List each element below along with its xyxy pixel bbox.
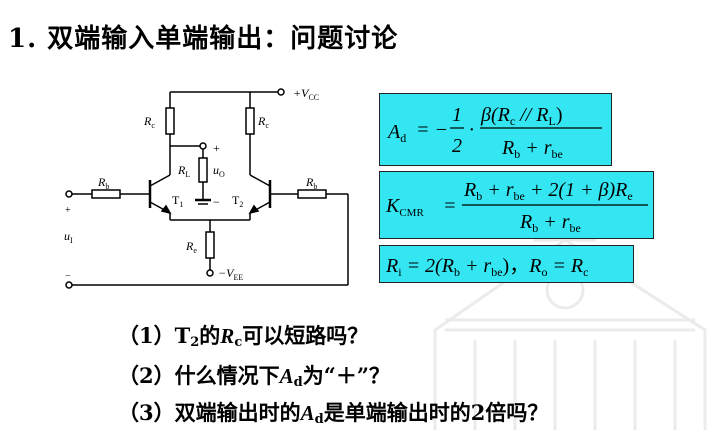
question-3: （3）双端输出时的Ad是单端输出时的2倍吗？ (118, 400, 549, 427)
uo-label: uO (213, 163, 225, 179)
half-denominator: 2 (452, 135, 462, 157)
ui-label: uI (64, 229, 73, 245)
input-plus-label: + (65, 205, 71, 216)
equals-minus: = − (416, 119, 448, 141)
cmrr-denominator: Rb + rbe (519, 211, 581, 235)
half-numerator: 1 (452, 104, 462, 126)
rl-label: RL (177, 163, 190, 179)
kcmr-symbol: KCMR (385, 195, 424, 219)
formula-differential-gain: Ad = − 1 2 · β(Rc // RL) Rb + rbe (379, 93, 612, 166)
cmrr-equals: = (443, 195, 457, 217)
formula-cmrr: KCMR = Rb + rbe + 2(1 + β)Re Rb + rbe (379, 171, 654, 239)
uo-minus-label: − (213, 195, 220, 209)
rc-left-label: Rc (143, 114, 155, 130)
input-minus-label: − (65, 271, 71, 282)
t2-label: T2 (232, 193, 243, 209)
uo-plus-label: + (213, 141, 220, 155)
formula-resistances: Ri = 2(Rb + rbe)，Ro = Rc (379, 245, 634, 283)
rc-right-label: Rc (257, 114, 269, 130)
cmrr-numerator: Rb + rbe + 2(1 + β)Re (463, 179, 633, 203)
question-1: （1）T2的Rc可以短路吗？ (118, 323, 369, 350)
slide-title: 1. 双端输入单端输出：问题讨论 (8, 24, 399, 54)
t1-label: T1 (172, 193, 183, 209)
question-2: （2）什么情况下Ad为“＋”？ (118, 363, 390, 390)
vcc-label: +VCC (293, 86, 319, 102)
multiply-dot: · (469, 119, 474, 141)
re-label: Re (185, 239, 197, 255)
vee-label: −VEE (218, 266, 243, 282)
ad-symbol: Ad (386, 121, 406, 145)
differential-amplifier-circuit: +VCC Rc Rc RL uO + − T1 T2 Rb Rb Re −VEE… (64, 86, 349, 289)
rb-left-label: Rb (97, 175, 109, 191)
ri-ro-formula: Ri = 2(Rb + rbe)，Ro = Rc (385, 255, 588, 279)
gain-numerator: β(Rc // RL) (480, 104, 563, 128)
rb-right-label: Rb (305, 175, 317, 191)
gain-denominator: Rb + rbe (501, 137, 563, 161)
